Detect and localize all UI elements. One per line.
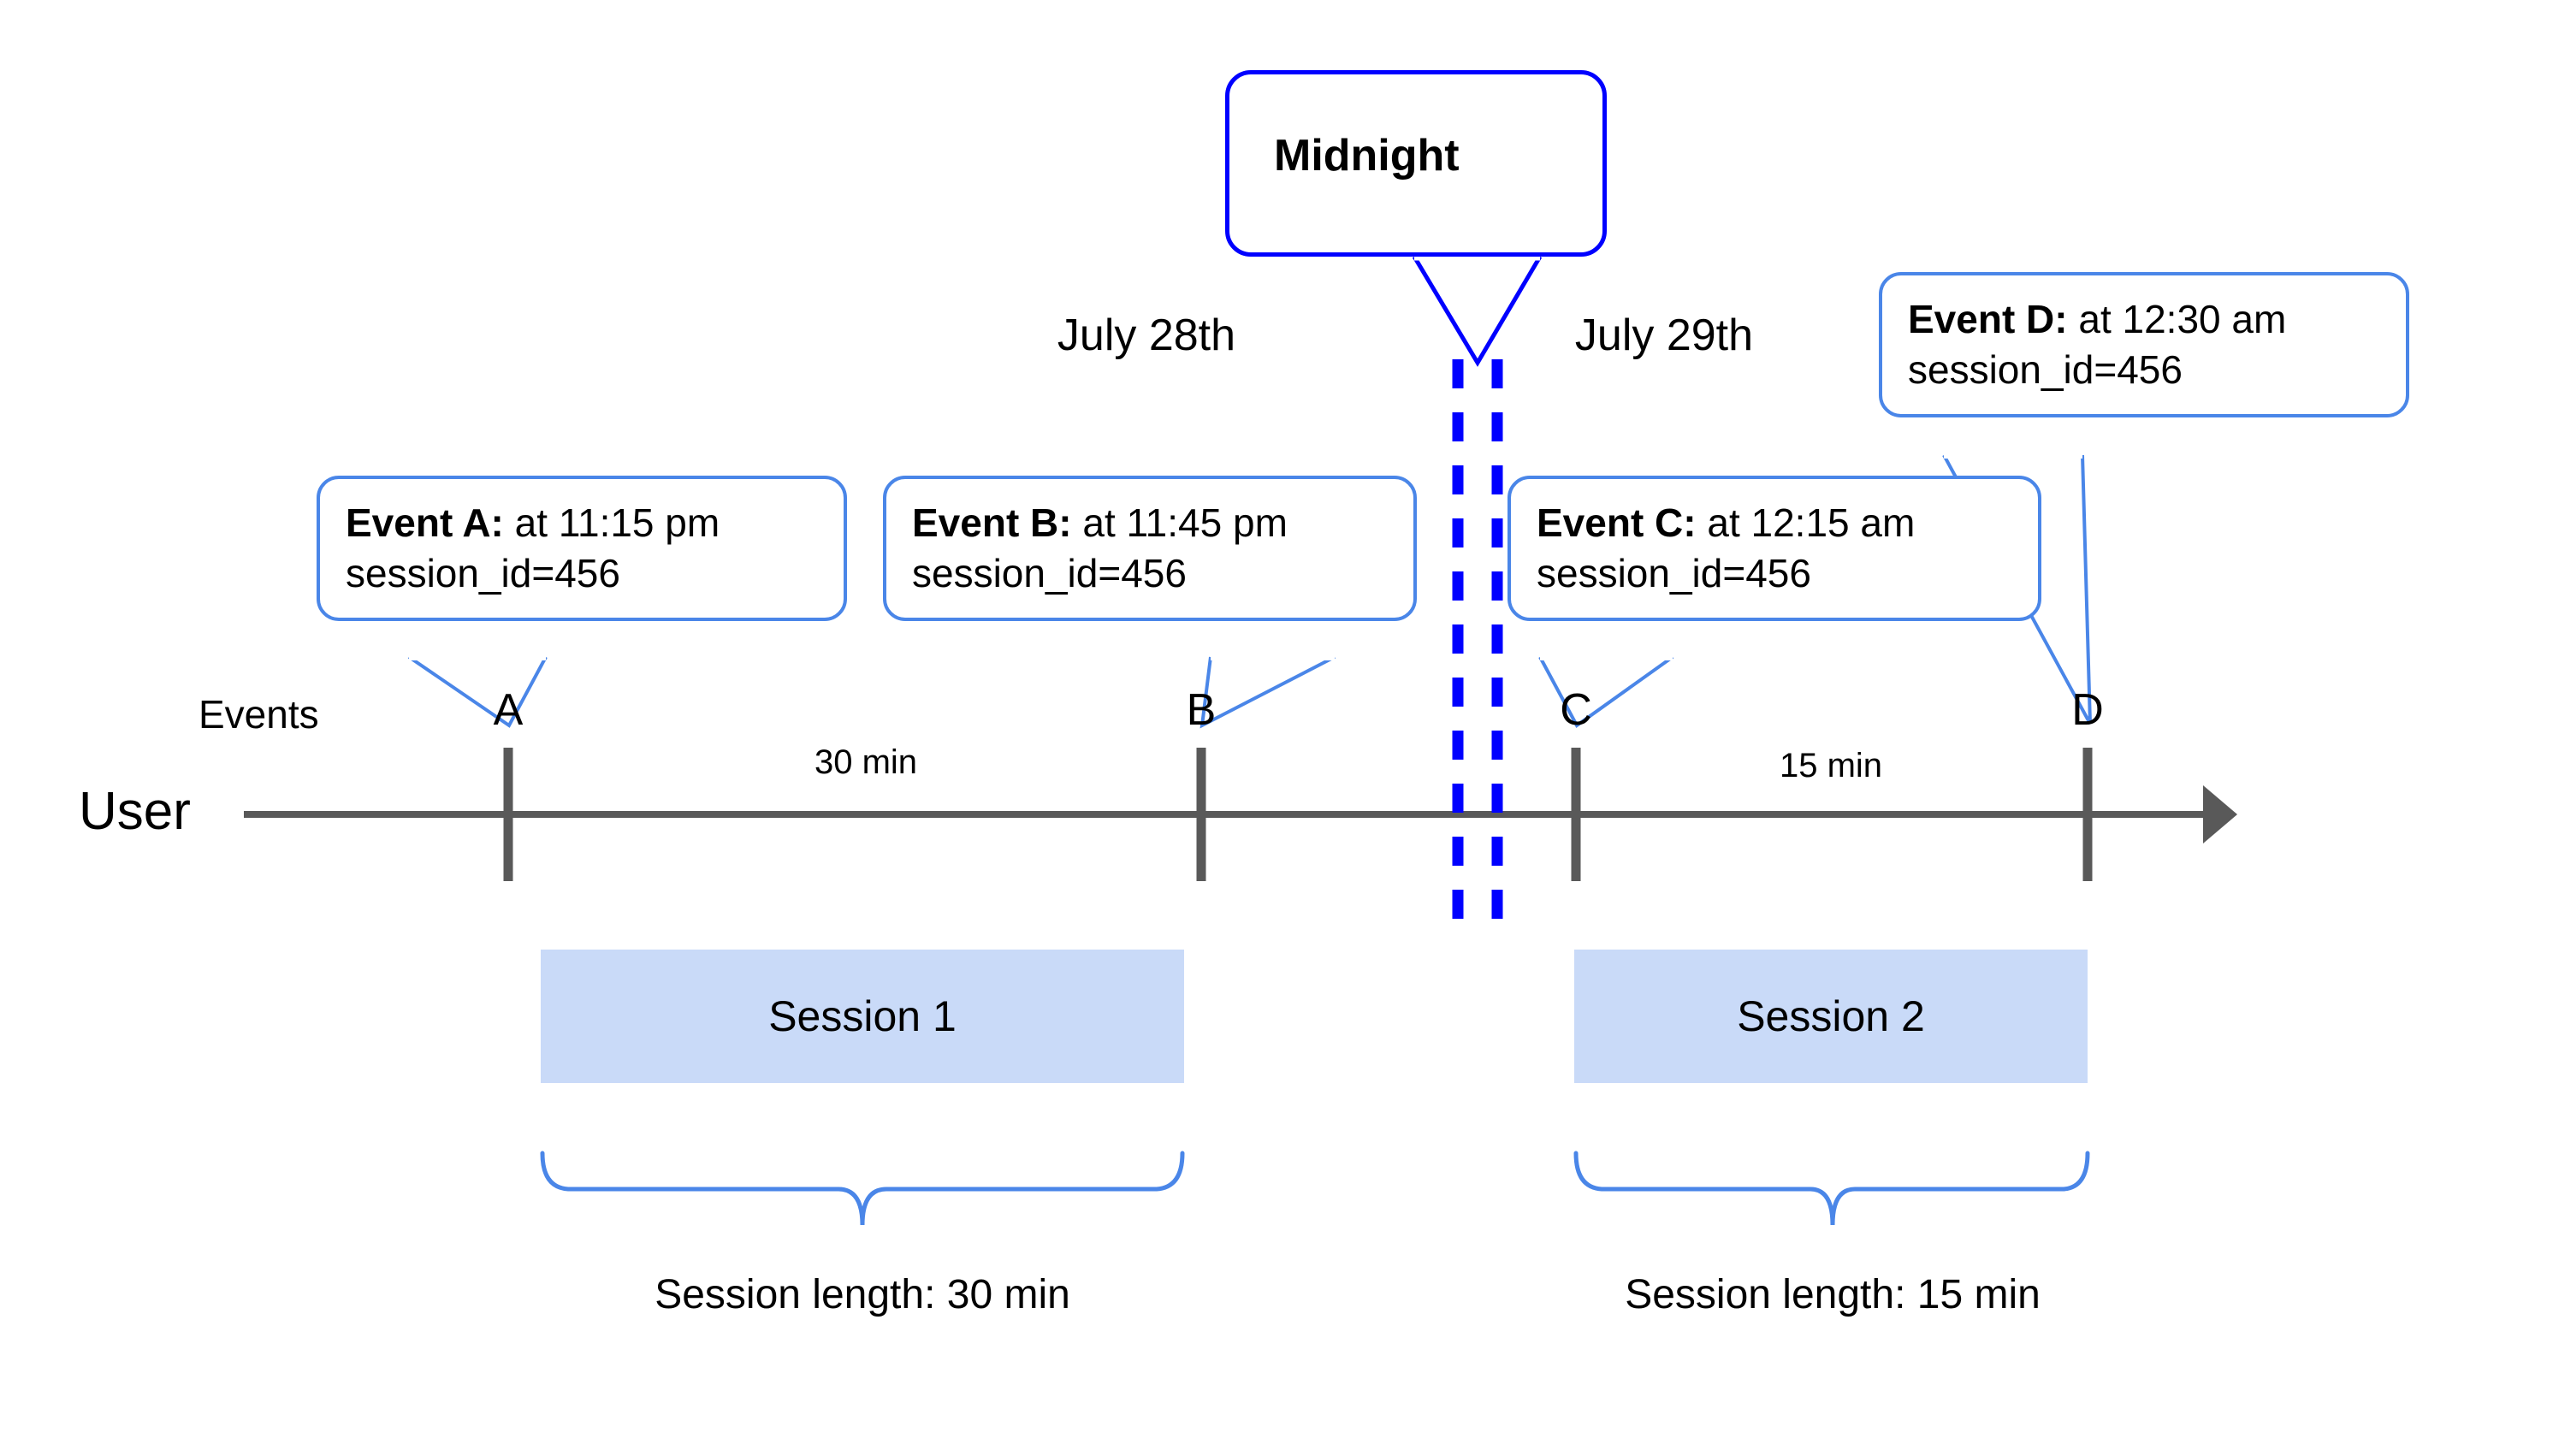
date-label-july-28: July 28th (1057, 311, 1236, 360)
row-label-user: User (79, 782, 191, 841)
row-label-events: Events (198, 692, 319, 737)
callout-event-c-session: session_id=456 (1537, 550, 1811, 595)
callout-midnight-label: Midnight (1274, 131, 1460, 181)
timeline-axis (244, 785, 2237, 843)
session-length-caption-1: Session length: 30 min (655, 1272, 1070, 1317)
callout-event-b-time: at 11:45 pm (1071, 500, 1288, 545)
callout-event-b-session: session_id=456 (912, 550, 1187, 595)
callout-midnight[interactable]: Midnight (1225, 70, 1607, 257)
callout-event-d-session: session_id=456 (1908, 346, 2183, 392)
callout-event-a-time: at 11:15 pm (503, 500, 720, 545)
callout-event-d-line1: Event D: at 12:30 am (1908, 294, 2384, 345)
session-brace-1 (540, 1151, 1185, 1226)
callout-event-b-line1: Event B: at 11:45 pm (912, 498, 1391, 548)
session-block-1[interactable]: Session 1 (541, 950, 1184, 1083)
callout-event-a[interactable]: Event A: at 11:15 pm session_id=456 (317, 476, 847, 621)
callout-event-c-time: at 12:15 am (1696, 500, 1916, 545)
date-label-july-29: July 29th (1574, 311, 1754, 360)
tick-letter-c: C (1560, 685, 1592, 735)
session-brace-2 (1573, 1151, 2090, 1226)
callout-event-b-lead: Event B: (912, 500, 1072, 545)
session-length-caption-2: Session length: 15 min (1625, 1272, 2041, 1317)
session-block-1-label: Session 1 (768, 992, 957, 1040)
callout-event-b[interactable]: Event B: at 11:45 pm session_id=456 (883, 476, 1417, 621)
callout-event-c[interactable]: Event C: at 12:15 am session_id=456 (1508, 476, 2041, 621)
callout-event-a-session: session_id=456 (346, 550, 620, 595)
callout-event-a-line1: Event A: at 11:15 pm (346, 498, 821, 548)
callout-event-a-lead: Event A: (346, 500, 504, 545)
callout-event-c-lead: Event C: (1537, 500, 1697, 545)
callout-event-d-time: at 12:30 am (2067, 297, 2287, 341)
tick-letter-d: D (2071, 685, 2104, 735)
duration-label-a-to-b: 30 min (814, 743, 918, 781)
callout-event-d[interactable]: Event D: at 12:30 am session_id=456 (1879, 272, 2409, 417)
callout-event-c-line1: Event C: at 12:15 am (1537, 498, 2016, 548)
tick-letter-a: A (493, 685, 524, 735)
session-block-2-label: Session 2 (1737, 992, 1925, 1040)
callout-event-d-lead: Event D: (1908, 297, 2068, 341)
midnight-divider-lines (1452, 359, 1503, 926)
duration-label-c-to-d: 15 min (1779, 747, 1883, 784)
session-block-2[interactable]: Session 2 (1574, 950, 2088, 1083)
tick-letter-b: B (1186, 685, 1217, 735)
